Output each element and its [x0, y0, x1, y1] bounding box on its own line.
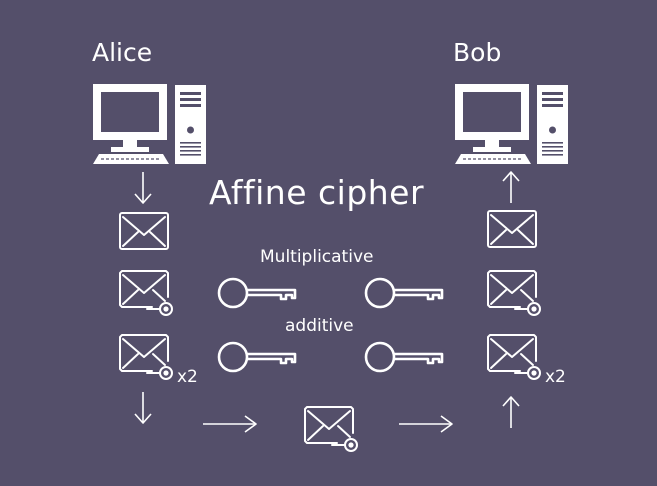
arrow-up-icon	[502, 171, 520, 204]
arrow-right-icon	[398, 415, 453, 433]
arrow-right-icon	[202, 415, 257, 433]
plain-envelope-icon	[487, 210, 537, 248]
plain-envelope-icon	[119, 212, 169, 250]
diagram-title: Affine cipher	[209, 173, 425, 212]
transmitted-envelope-icon	[304, 406, 358, 452]
arrow-down-icon	[134, 391, 152, 424]
additive-label: additive	[285, 316, 354, 336]
additive-key-icon	[364, 341, 444, 373]
locked-envelope-icon	[487, 334, 541, 380]
arrow-up-icon	[502, 396, 520, 429]
arrow-down-icon	[134, 171, 152, 204]
multiplicative-key-icon	[217, 277, 297, 309]
multiplicative-key-icon	[364, 277, 444, 309]
additive-key-icon	[217, 341, 297, 373]
bob-label: Bob	[453, 38, 502, 67]
bob-computer-icon	[454, 83, 569, 165]
locked-envelope-icon	[119, 270, 173, 316]
multiplicative-label: Multiplicative	[260, 247, 374, 267]
alice-label: Alice	[92, 38, 153, 67]
repeat-count-right: x2	[545, 367, 566, 387]
alice-computer-icon	[92, 83, 207, 165]
repeat-count-left: x2	[177, 367, 198, 387]
locked-envelope-icon	[119, 334, 173, 380]
locked-envelope-icon	[487, 270, 541, 316]
